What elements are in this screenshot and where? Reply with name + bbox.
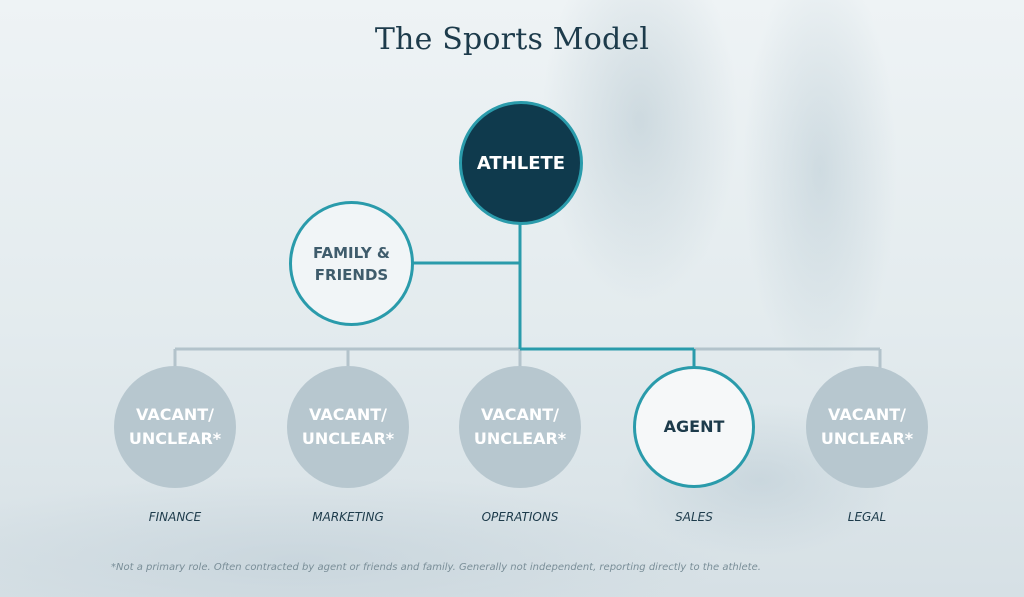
agent-node-label: AGENT (663, 417, 725, 436)
footnote: *Not a primary role. Often contracted by… (111, 562, 761, 573)
operations-node: VACANT/ UNCLEAR* (459, 366, 581, 488)
finance-node: VACANT/ UNCLEAR* (114, 366, 236, 488)
family-friends-node-label: FAMILY & FRIENDS (312, 243, 391, 284)
athlete-node-label: ATHLETE (476, 152, 566, 174)
finance-caption: FINANCE (148, 510, 202, 524)
marketing-caption: MARKETING (312, 510, 384, 524)
operations-node-label: VACANT/ UNCLEAR* (473, 405, 567, 448)
athlete-node: ATHLETE (459, 101, 583, 225)
legal-node-label: VACANT/ UNCLEAR* (820, 405, 914, 448)
marketing-node-label: VACANT/ UNCLEAR* (301, 405, 395, 448)
page-title: The Sports Model (374, 22, 650, 57)
legal-node: VACANT/ UNCLEAR* (806, 366, 928, 488)
agent-node: AGENT (633, 366, 755, 488)
sales-caption: SALES (675, 510, 713, 524)
marketing-node: VACANT/ UNCLEAR* (287, 366, 409, 488)
operations-caption: OPERATIONS (481, 510, 559, 524)
family-friends-node: FAMILY & FRIENDS (289, 201, 414, 326)
legal-caption: LEGAL (847, 510, 887, 524)
finance-node-label: VACANT/ UNCLEAR* (128, 405, 222, 448)
